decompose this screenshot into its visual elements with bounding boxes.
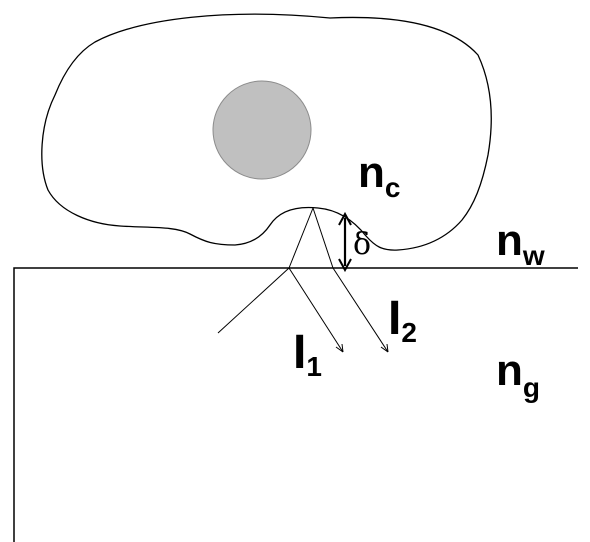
gap-arrowhead-bottom [338,258,352,273]
reflection-ray-left [288,207,314,269]
glass-slab [13,267,578,542]
ray-i2 [332,267,389,353]
glass-index-label: ng [496,346,540,403]
ray-i2-arrowhead [380,343,389,353]
gap-arrowhead-top [338,211,352,226]
cell-index-label: nc [358,148,400,203]
water-index-label: nw [496,216,545,271]
ray-i1-arrowhead [335,343,344,353]
nucleus [212,80,312,180]
beam1-label: I1 [293,326,322,382]
incident-ray [217,267,290,334]
gap-label: δ [353,227,371,262]
beam2-label: I2 [388,292,417,348]
reflection-ray-right [312,207,334,269]
ray-i1 [288,267,344,353]
